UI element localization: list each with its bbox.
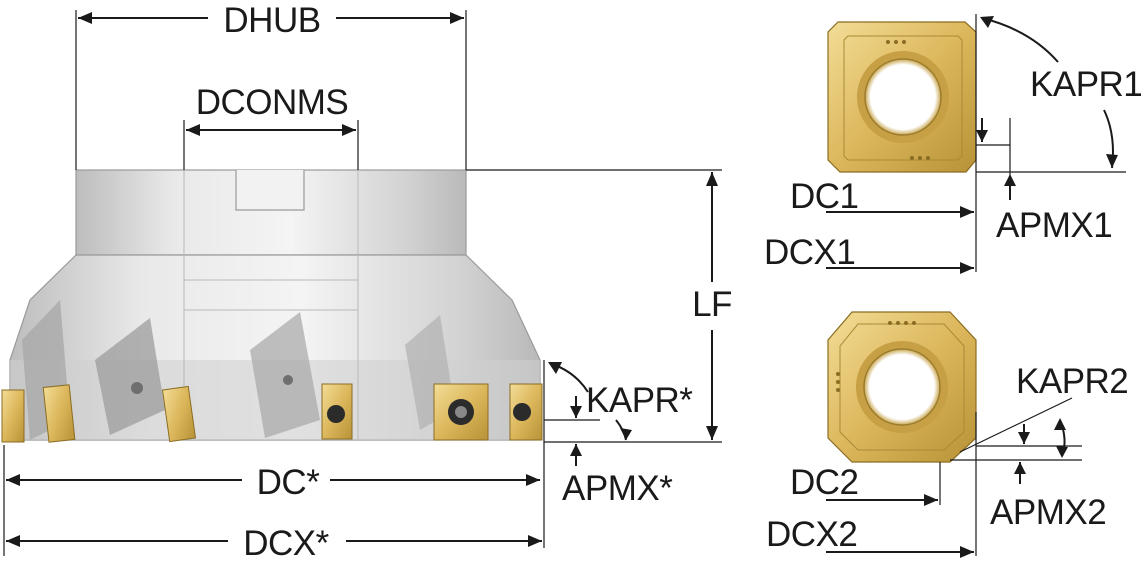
lf-label: LF <box>692 285 732 324</box>
dim-apmx-star: APMX* <box>544 396 674 508</box>
kapr-star-label: KAPR* <box>586 381 693 420</box>
dim-kapr-star: KAPR* <box>543 360 694 548</box>
insert-2 <box>827 311 977 463</box>
apmx1-label: APMX1 <box>996 206 1112 245</box>
kapr1-label: KAPR1 <box>1030 65 1142 104</box>
dhub-label: DHUB <box>223 1 320 40</box>
dcx1-label: DCX1 <box>764 233 855 272</box>
dc2-label: DC2 <box>790 463 859 502</box>
dim-dcx-star: DCX* <box>6 524 542 563</box>
insert-1 <box>827 21 977 173</box>
dc-star-label: DC* <box>257 463 321 502</box>
dim-dc-star: DC* <box>3 445 540 556</box>
dim-dconms: DCONMS <box>183 83 359 170</box>
dcx-star-label: DCX* <box>243 524 329 563</box>
dim-lf: LF <box>466 169 732 443</box>
dconms-label: DCONMS <box>196 83 349 122</box>
cutter-inserts <box>1 383 543 443</box>
dcx2-label: DCX2 <box>766 515 857 554</box>
dim-insert-1: KAPR1 APMX1 DC1 DCX1 <box>764 14 1143 274</box>
apmx2-label: APMX2 <box>990 493 1106 532</box>
apmx-star-label: APMX* <box>562 469 673 508</box>
dc1-label: DC1 <box>790 177 859 216</box>
dim-dhub: DHUB <box>75 1 467 170</box>
dim-insert-2: KAPR2 APMX2 DC2 DCX2 <box>766 362 1129 558</box>
kapr2-label: KAPR2 <box>1016 362 1128 401</box>
